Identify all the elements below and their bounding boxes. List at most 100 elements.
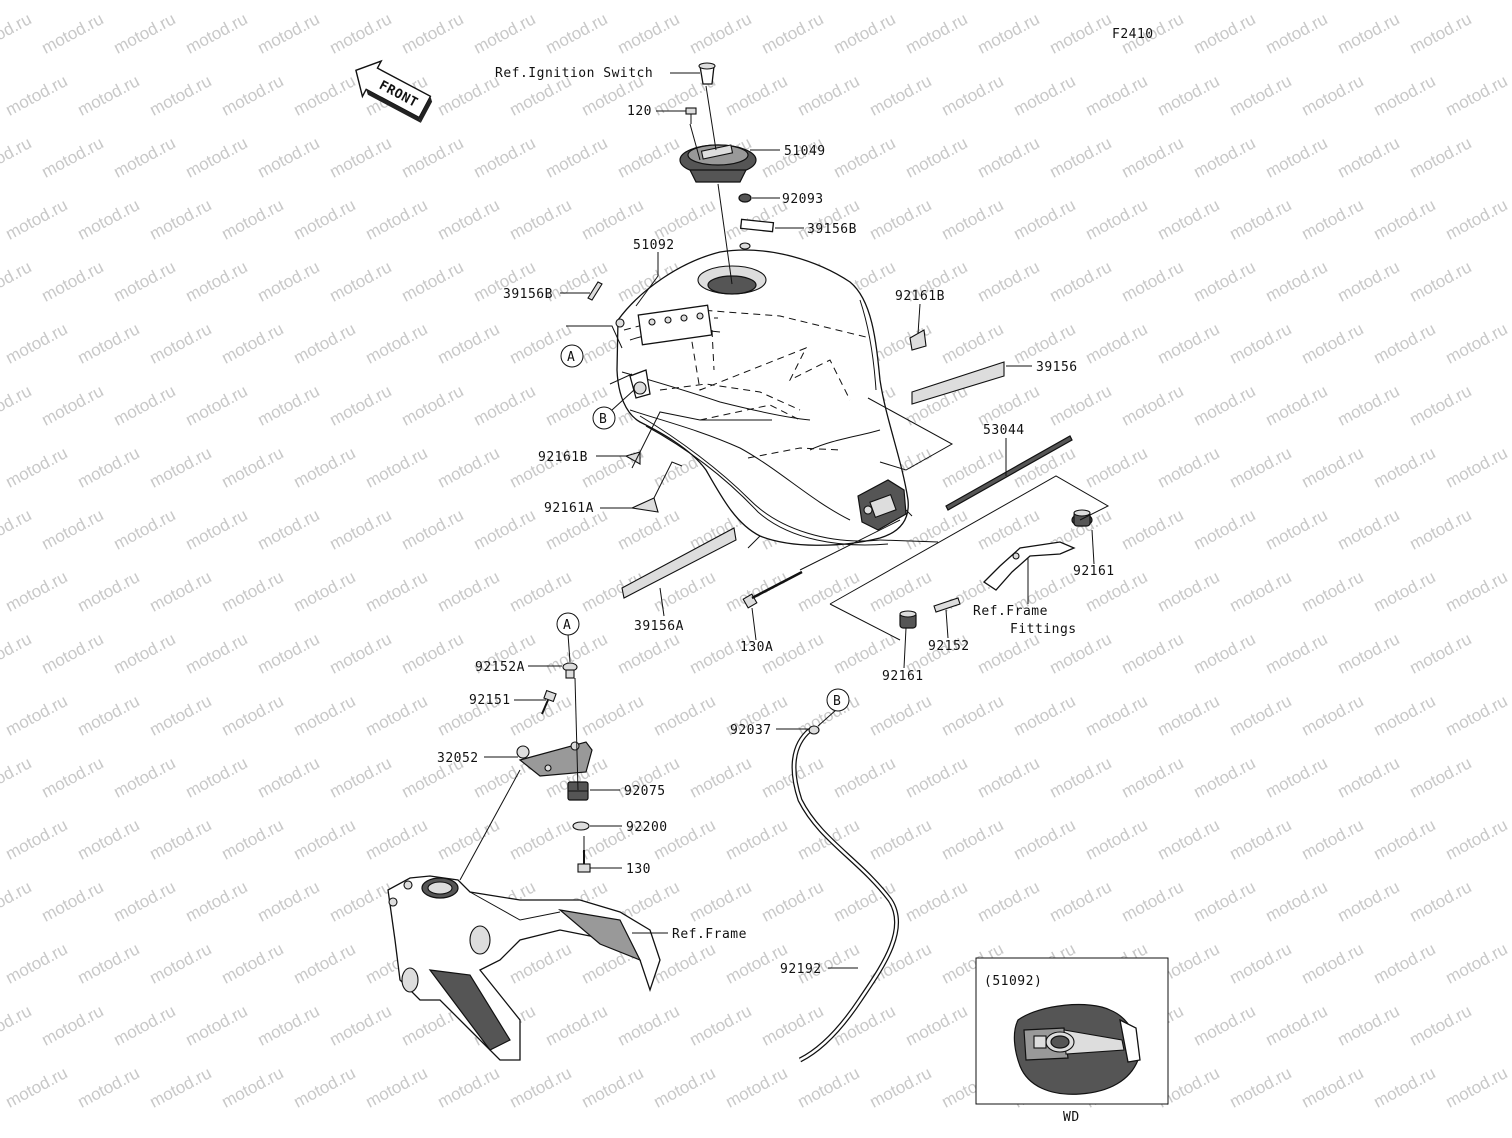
watermark-text: motod.ru bbox=[182, 257, 250, 305]
watermark-text: motod.ru bbox=[362, 195, 430, 243]
watermark-text: motod.ru bbox=[182, 753, 250, 801]
watermark-text: motod.ru bbox=[38, 133, 106, 181]
inset-title: (51092) bbox=[984, 974, 1042, 989]
watermark-text: motod.ru bbox=[74, 71, 142, 119]
watermark-text: motod.ru bbox=[1046, 753, 1114, 801]
watermark-text: motod.ru bbox=[1298, 71, 1366, 119]
watermark-text: motod.ru bbox=[614, 9, 682, 57]
watermark-text: motod.ru bbox=[398, 9, 466, 57]
decal-39156A bbox=[621, 527, 737, 599]
watermark-text: motod.ru bbox=[1334, 753, 1402, 801]
watermark-text: motod.ru bbox=[74, 939, 142, 987]
watermark-text: motod.ru bbox=[38, 629, 106, 677]
watermark-text: motod.ru bbox=[1190, 1001, 1258, 1049]
watermark-text: motod.ru bbox=[1118, 133, 1186, 181]
watermark-text: motod.ru bbox=[146, 567, 214, 615]
callout-120: 120 bbox=[627, 104, 652, 119]
watermark-text: motod.ru bbox=[1010, 195, 1078, 243]
watermark-text: motod.ru bbox=[326, 505, 394, 553]
watermark-text: motod.ru bbox=[1334, 133, 1402, 181]
watermark-text: motod.ru bbox=[902, 1001, 970, 1049]
frame-ref-part bbox=[387, 875, 661, 1061]
watermark-text: motod.ru bbox=[1442, 815, 1510, 863]
watermark-text: motod.ru bbox=[1298, 567, 1366, 615]
watermark-layer: motod.ru motod.ru motod.ru motod.ru motod.ru… bbox=[0, 9, 1511, 1111]
watermark-text: motod.ru bbox=[614, 505, 682, 553]
ignition-switch-ref-part bbox=[698, 62, 716, 85]
watermark-text: motod.ru bbox=[2, 71, 70, 119]
watermark-text: motod.ru bbox=[0, 505, 35, 553]
watermark-text: motod.ru bbox=[1010, 71, 1078, 119]
watermark-text: motod.ru bbox=[38, 505, 106, 553]
watermark-text: motod.ru bbox=[2, 443, 70, 491]
watermark-text: motod.ru bbox=[398, 629, 466, 677]
watermark-text: motod.ru bbox=[218, 195, 286, 243]
watermark-text: motod.ru bbox=[1118, 381, 1186, 429]
figure-code: F2410 bbox=[1112, 27, 1154, 42]
watermark-text: motod.ru bbox=[1370, 691, 1438, 739]
watermark-text: motod.ru bbox=[1442, 319, 1510, 367]
callout-ref-frame-fittings-2: Fittings bbox=[1010, 622, 1077, 637]
watermark-text: motod.ru bbox=[938, 319, 1006, 367]
watermark-text: motod.ru bbox=[1406, 629, 1474, 677]
watermark-text: motod.ru bbox=[434, 1063, 502, 1111]
watermark-text: motod.ru bbox=[398, 381, 466, 429]
watermark-text: motod.ru bbox=[1442, 1063, 1510, 1111]
watermark-text: motod.ru bbox=[866, 691, 934, 739]
callout-92075: 92075 bbox=[624, 784, 666, 799]
watermark-text: motod.ru bbox=[0, 381, 35, 429]
watermark-text: motod.ru bbox=[290, 939, 358, 987]
callout-ref-frame: Ref.Frame bbox=[672, 927, 747, 942]
watermark-text: motod.ru bbox=[866, 939, 934, 987]
watermark-text: motod.ru bbox=[470, 133, 538, 181]
watermark-text: motod.ru bbox=[830, 753, 898, 801]
watermark-text: motod.ru bbox=[902, 505, 970, 553]
watermark-text: motod.ru bbox=[326, 629, 394, 677]
damper-92161-right bbox=[1071, 509, 1093, 527]
watermark-text: motod.ru bbox=[1226, 319, 1294, 367]
bolt-92151 bbox=[541, 689, 557, 715]
watermark-text: motod.ru bbox=[74, 815, 142, 863]
watermark-text: motod.ru bbox=[1298, 691, 1366, 739]
watermark-text: motod.ru bbox=[0, 9, 35, 57]
watermark-text: motod.ru bbox=[434, 567, 502, 615]
watermark-text: motod.ru bbox=[1190, 9, 1258, 57]
watermark-text: motod.ru bbox=[0, 133, 35, 181]
watermark-text: motod.ru bbox=[758, 1001, 826, 1049]
watermark-text: motod.ru bbox=[866, 815, 934, 863]
watermark-text: motod.ru bbox=[614, 629, 682, 677]
watermark-text: motod.ru bbox=[1334, 9, 1402, 57]
watermark-text: motod.ru bbox=[686, 753, 754, 801]
watermark-text: motod.ru bbox=[1406, 133, 1474, 181]
watermark-text: motod.ru bbox=[1442, 195, 1510, 243]
watermark-text: motod.ru bbox=[0, 257, 35, 305]
watermark-text: motod.ru bbox=[650, 1063, 718, 1111]
watermark-text: motod.ru bbox=[1370, 1063, 1438, 1111]
marker-b-lower: B bbox=[826, 688, 850, 712]
watermark-text: motod.ru bbox=[1298, 939, 1366, 987]
watermark-text: motod.ru bbox=[578, 443, 646, 491]
watermark-text: motod.ru bbox=[1118, 505, 1186, 553]
watermark-text: motod.ru bbox=[974, 9, 1042, 57]
watermark-text: motod.ru bbox=[686, 1001, 754, 1049]
watermark-text: motod.ru bbox=[1370, 939, 1438, 987]
watermark-text: motod.ru bbox=[182, 877, 250, 925]
bracket-32052 bbox=[516, 741, 593, 777]
callout-ref-frame-fittings-1: Ref.Frame bbox=[973, 604, 1048, 619]
callout-92161A: 92161A bbox=[544, 501, 594, 516]
watermark-text: motod.ru bbox=[290, 1063, 358, 1111]
watermark-text: motod.ru bbox=[1046, 877, 1114, 925]
o-ring-92093 bbox=[738, 193, 752, 203]
watermark-text: motod.ru bbox=[686, 877, 754, 925]
watermark-text: motod.ru bbox=[110, 257, 178, 305]
watermark-text: motod.ru bbox=[1190, 629, 1258, 677]
watermark-text: motod.ru bbox=[1082, 815, 1150, 863]
watermark-text: motod.ru bbox=[182, 381, 250, 429]
leader-lines bbox=[459, 72, 1110, 969]
watermark-text: motod.ru bbox=[1046, 9, 1114, 57]
watermark-text: motod.ru bbox=[110, 753, 178, 801]
watermark-text: motod.ru bbox=[1010, 691, 1078, 739]
watermark-text: motod.ru bbox=[542, 1001, 610, 1049]
watermark-text: motod.ru bbox=[74, 319, 142, 367]
watermark-text: motod.ru bbox=[2, 691, 70, 739]
